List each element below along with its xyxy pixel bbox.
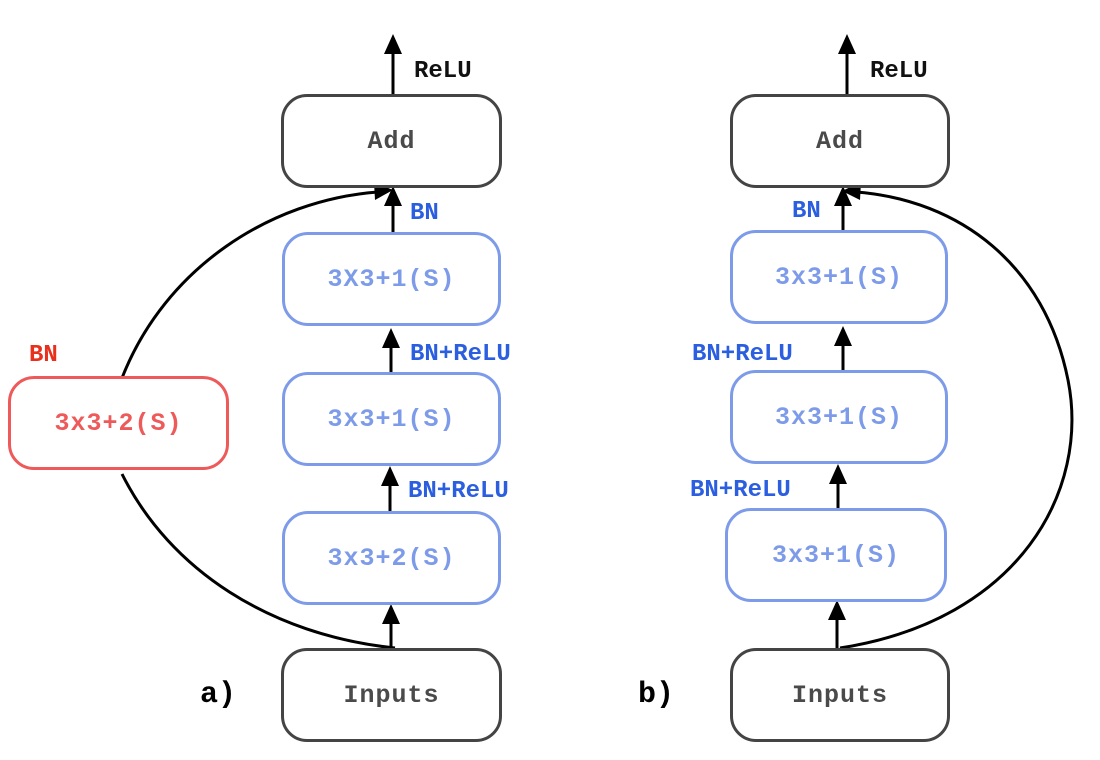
panel-b-bn-relu-2-label: BN+ReLU [692, 341, 793, 368]
panel-a-inputs-text: Inputs [343, 680, 440, 710]
panel-b-conv1-text: 3x3+1(S) [771, 540, 901, 570]
panel-a-conv2-node: 3x3+1(S) [282, 372, 501, 466]
panel-b-relu-label: ReLU [870, 58, 928, 85]
panel-b-arrowhead-conv2 [829, 464, 847, 484]
panel-a-conv1-node: 3x3+2(S) [282, 511, 501, 605]
panel-a-bn-relu-1-label: BN+ReLU [408, 478, 509, 505]
panel-b-bn-relu-1-label: BN+ReLU [690, 477, 791, 504]
panel-a-arrowhead-add [384, 186, 402, 206]
panel-a-shortcut-conv-node: 3x3+2(S) [8, 376, 229, 470]
panel-a-add-node: Add [281, 94, 502, 188]
panel-a-arrowheads [381, 34, 402, 624]
panel-a-bn-label: BN [410, 200, 439, 227]
panel-b-shortcut-arc [839, 190, 1074, 650]
panel-b-arrowhead-add [834, 186, 852, 206]
panel-a-conv3-text: 3X3+1(S) [327, 264, 456, 294]
panel-b-conv2-node: 3x3+1(S) [730, 370, 948, 464]
panel-b-conv3-text: 3x3+1(S) [774, 262, 904, 292]
panel-a-relu-label: ReLU [414, 58, 472, 85]
panel-b-conv1-node: 3x3+1(S) [725, 508, 947, 602]
panel-b-arrowhead-conv3 [834, 326, 852, 346]
panel-a-arrowhead-conv2 [381, 466, 399, 486]
panel-a-shortcut-upper-arc [120, 190, 379, 379]
panel-b-inputs-node: Inputs [730, 648, 950, 742]
panel-a-conv2-text: 3x3+1(S) [327, 404, 456, 434]
panel-a-conv3-node: 3X3+1(S) [282, 232, 501, 326]
panel-b-arrowhead-conv1 [828, 600, 846, 620]
panel-a-arrowhead-conv1 [382, 604, 400, 624]
panel-a-inputs-node: Inputs [281, 648, 502, 742]
panel-b-arrowheads [828, 34, 856, 620]
panel-b-conv3-node: 3x3+1(S) [730, 230, 948, 324]
panel-b-add-text: Add [815, 126, 864, 156]
panel-a-shortcut-conv-text: 3x3+2(S) [54, 408, 183, 438]
panel-a-arrowhead-relu-out [384, 34, 402, 54]
panel-b-bn-label: BN [792, 198, 821, 225]
panel-a-conv1-text: 3x3+2(S) [327, 543, 456, 573]
panel-a-bn-relu-2-label: BN+ReLU [410, 341, 511, 368]
panel-a-shortcut-lower-arc [120, 473, 396, 650]
panel-a-add-text: Add [367, 126, 416, 156]
panel-a-tag: a) [200, 678, 237, 712]
panel-b-add-node: Add [730, 94, 950, 188]
panel-b-arrowhead-relu-out [838, 34, 856, 54]
panel-a-shortcut-bn-label: BN [29, 342, 58, 369]
panel-b-tag: b) [638, 678, 675, 712]
panel-b-conv2-text: 3x3+1(S) [774, 402, 904, 432]
panel-b-inputs-text: Inputs [791, 680, 888, 710]
panel-a-arrowhead-conv3 [382, 328, 400, 348]
